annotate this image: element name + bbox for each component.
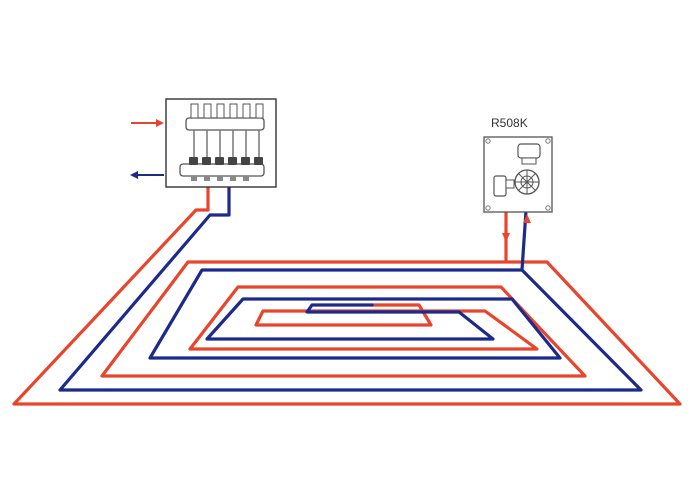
return-outlet-arrow xyxy=(130,171,164,179)
actuator-heads xyxy=(189,157,263,165)
valve-label: R508K xyxy=(491,116,528,130)
manifold xyxy=(165,98,277,188)
valve-return-arrow xyxy=(502,233,510,242)
valve-connector-icon xyxy=(493,175,515,197)
supply-pipe xyxy=(12,185,682,406)
manifold-supply-bar xyxy=(185,117,265,131)
valve-supply-arrow xyxy=(523,214,531,223)
valve-unit: R508K xyxy=(483,116,553,242)
manifold-outlets xyxy=(191,176,249,181)
flow-meters xyxy=(190,103,264,119)
manifold-return-bar xyxy=(179,163,265,177)
supply-inlet-arrow xyxy=(131,119,164,127)
valve-box-screws xyxy=(485,138,551,211)
manifold-tubes xyxy=(193,130,260,162)
thermostatic-head-icon xyxy=(514,143,541,195)
heating-loop xyxy=(12,185,682,406)
